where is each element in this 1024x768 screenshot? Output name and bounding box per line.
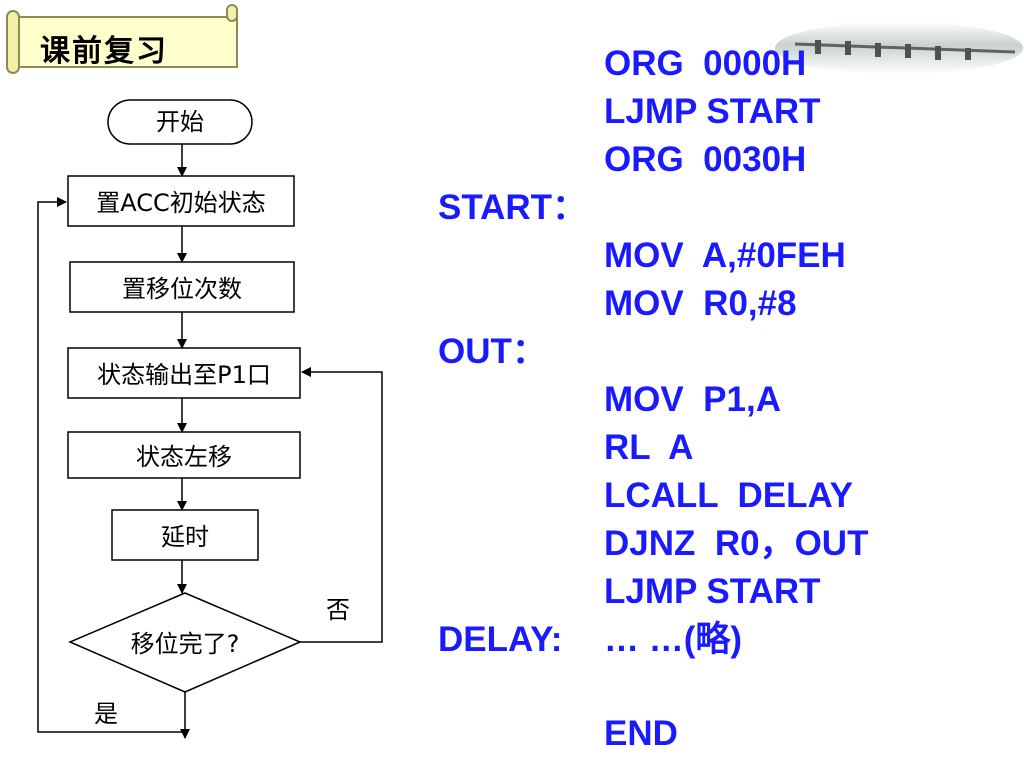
code-line-11: DJNZ R0，OUT xyxy=(604,524,869,563)
code-label-start: START： xyxy=(438,188,588,227)
code-line-13: … …(略) xyxy=(604,620,743,659)
code-line-end: END xyxy=(604,714,678,753)
step-label-1: 置ACC初始状态 xyxy=(96,189,266,217)
banner-scroll-roll-left xyxy=(6,10,20,74)
code-line-1: ORG 0000H xyxy=(604,44,807,83)
yes-branch-label: 是 xyxy=(94,700,118,728)
code-line-9: RL A xyxy=(604,428,694,467)
no-branch-label: 否 xyxy=(326,596,350,624)
slide-title: 课前复习 xyxy=(40,34,168,69)
code-label-out: OUT： xyxy=(438,332,547,371)
banner-scroll-body xyxy=(16,16,238,68)
code-line-12: LJMP START xyxy=(604,572,821,611)
code-line-2: LJMP START xyxy=(604,92,821,131)
flowchart: 开始 置ACC初始状态 置移位次数 状态输出至P1口 状态左移 延时 移位完了?… xyxy=(37,99,383,739)
step-label-2: 置移位次数 xyxy=(122,275,242,303)
code-line-10: LCALL DELAY xyxy=(604,476,853,515)
pier-photo-decoration xyxy=(775,22,1023,74)
banner-scroll-roll-right xyxy=(226,4,238,22)
step-label-5: 延时 xyxy=(161,523,209,551)
step-label-4: 状态左移 xyxy=(136,443,232,471)
code-line-6: MOV R0,#8 xyxy=(604,284,797,323)
title-banner: 课前复习 xyxy=(6,4,238,74)
step-label-3: 状态输出至P1口 xyxy=(97,361,271,389)
start-label: 开始 xyxy=(156,108,204,136)
start-terminal xyxy=(107,99,253,145)
code-label-delay: DELAY: xyxy=(438,620,563,659)
code-line-5: MOV A,#0FEH xyxy=(604,236,846,275)
decision-label: 移位完了? xyxy=(131,630,240,658)
code-line-3: ORG 0030H xyxy=(604,140,807,179)
code-line-8: MOV P1,A xyxy=(604,380,781,419)
